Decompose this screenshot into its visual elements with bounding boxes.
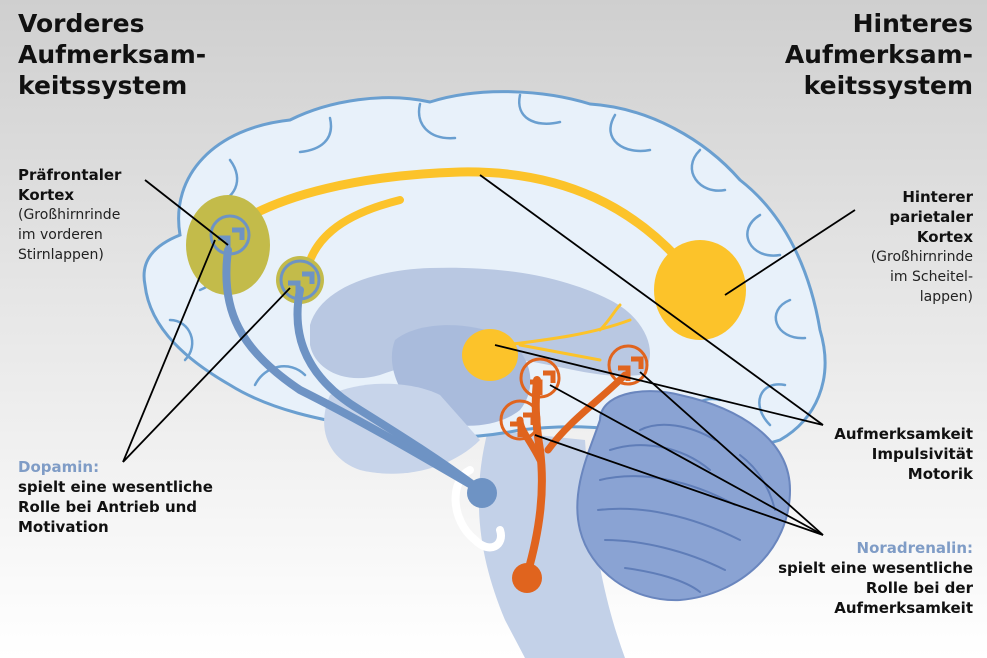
dopamine-desc-line-2: Rolle bei Antrieb und xyxy=(18,497,213,517)
function-attention: Aufmerksamkeit xyxy=(834,424,973,444)
noradrenalin-desc-line-2: Rolle bei der xyxy=(778,578,973,598)
dopamine-name: Dopamin: xyxy=(18,457,213,477)
functions-label: Aufmerksamkeit Impulsivität Motorik xyxy=(834,424,973,484)
anterior-system-title: Vorderes Aufmerksam- keitssystem xyxy=(18,8,206,101)
prefrontal-name: Präfrontaler Kortex xyxy=(18,165,121,205)
prefrontal-description: (Großhirnrinde im vorderen Stirnlappen) xyxy=(18,205,121,265)
parietal-name: Hinterer parietaler Kortex xyxy=(871,187,973,247)
anterior-title-line-3: keitssystem xyxy=(18,70,206,101)
prefrontal-cortex-label: Präfrontaler Kortex (Großhirnrinde im vo… xyxy=(18,165,121,265)
function-motor: Motorik xyxy=(834,464,973,484)
thalamic-nucleus xyxy=(462,329,518,381)
prefrontal-name-line-2: Kortex xyxy=(18,185,121,205)
prefrontal-desc-line-2: im vorderen xyxy=(18,225,121,245)
parietal-description: (Großhirnrinde im Scheitel- lappen) xyxy=(871,247,973,307)
noradrenalin-name: Noradrenalin: xyxy=(778,538,973,558)
noradrenalin-label: Noradrenalin: spielt eine wesentliche Ro… xyxy=(778,538,973,618)
prefrontal-desc-line-3: Stirnlappen) xyxy=(18,245,121,265)
dopamine-label: Dopamin: spielt eine wesentliche Rolle b… xyxy=(18,457,213,537)
prefrontal-desc-line-1: (Großhirnrinde xyxy=(18,205,121,225)
dopamine-desc-line-1: spielt eine wesentliche xyxy=(18,477,213,497)
function-impulsivity: Impulsivität xyxy=(834,444,973,464)
posterior-title-line-3: keitssystem xyxy=(785,70,973,101)
dopamine-source-node xyxy=(467,478,497,508)
noradrenalin-source-node xyxy=(512,563,542,593)
noradrenalin-desc-line-1: spielt eine wesentliche xyxy=(778,558,973,578)
dopamine-description: spielt eine wesentliche Rolle bei Antrie… xyxy=(18,477,213,537)
parietal-name-line-3: Kortex xyxy=(871,227,973,247)
noradrenalin-description: spielt eine wesentliche Rolle bei der Au… xyxy=(778,558,973,618)
parietal-desc-line-3: lappen) xyxy=(871,287,973,307)
parietal-name-line-1: Hinterer xyxy=(871,187,973,207)
anterior-title-line-2: Aufmerksam- xyxy=(18,39,206,70)
prefrontal-name-line-1: Präfrontaler xyxy=(18,165,121,185)
posterior-system-title: Hinteres Aufmerksam- keitssystem xyxy=(785,8,973,101)
posterior-title-line-2: Aufmerksam- xyxy=(785,39,973,70)
parietal-desc-line-1: (Großhirnrinde xyxy=(871,247,973,267)
parietal-desc-line-2: im Scheitel- xyxy=(871,267,973,287)
posterior-title-line-1: Hinteres xyxy=(785,8,973,39)
parietal-cortex-label: Hinterer parietaler Kortex (Großhirnrind… xyxy=(871,187,973,307)
dopamine-desc-line-3: Motivation xyxy=(18,517,213,537)
anterior-title-line-1: Vorderes xyxy=(18,8,206,39)
parietal-name-line-2: parietaler xyxy=(871,207,973,227)
noradrenalin-desc-line-3: Aufmerksamkeit xyxy=(778,598,973,618)
